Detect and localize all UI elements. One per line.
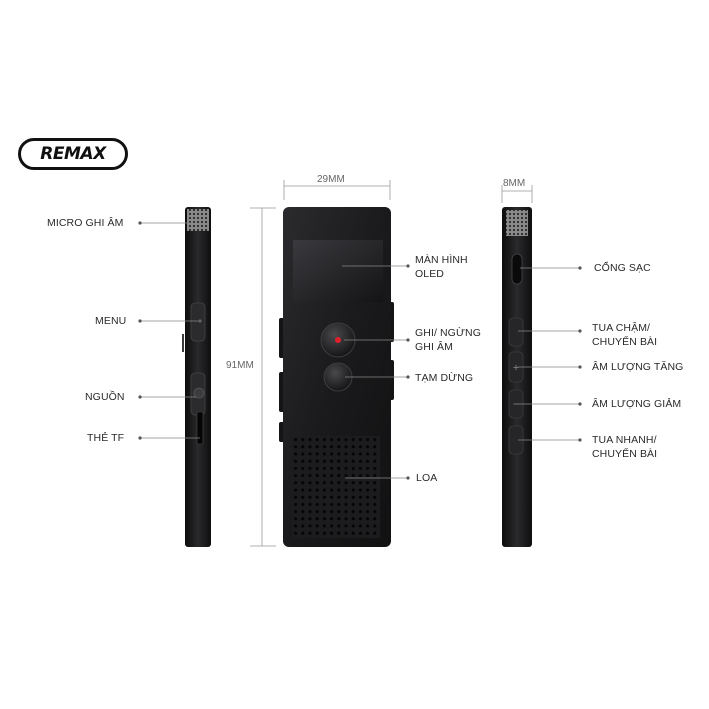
label-power: NGUỒN [85, 391, 125, 403]
left-mic-grill [187, 209, 209, 231]
callout-dots [138, 221, 582, 480]
label-screen-line2: OLED [415, 268, 444, 280]
label-rewind-line2: CHUYỂN BÀI [592, 336, 658, 348]
depth-dimension-label: 8MM [503, 178, 526, 189]
label-pause: TẠM DỪNG [415, 372, 474, 384]
oled-screen [293, 240, 383, 302]
label-record-line1: GHI/ NGỪNG [415, 327, 481, 339]
label-forward-line1: TUA NHANH/ [592, 434, 657, 446]
charge-port [511, 253, 523, 285]
label-charge-port: CỔNG SẠC [594, 262, 651, 274]
left-side-view [182, 207, 211, 547]
brand-logo: REMAX [18, 138, 128, 170]
rewind-side-button [508, 317, 524, 347]
label-rewind-line1: TUA CHẬM/ [592, 322, 651, 334]
height-dimension-label: 91MM [226, 360, 254, 371]
label-record-line2: GHI ÂM [415, 341, 453, 353]
right-side-view [502, 207, 532, 547]
label-screen-line1: MÀN HÌNH [415, 254, 468, 266]
width-dimension-label: 29MM [317, 174, 345, 185]
menu-side-button [190, 302, 206, 342]
brand-logo-text: REMAX [40, 144, 106, 164]
callout-lines [140, 222, 580, 479]
label-mic: MICRO GHI ÂM [47, 217, 124, 229]
label-volume-up: ÂM LƯỢNG TĂNG [592, 361, 684, 373]
label-menu: MENU [95, 315, 127, 327]
speaker-grill [292, 436, 380, 538]
dimension-lines [250, 180, 533, 547]
label-speaker: LOA [416, 472, 438, 484]
right-mic-grill [506, 210, 528, 236]
record-dot [335, 337, 341, 343]
tf-card-slot [196, 411, 204, 445]
label-forward-line2: CHUYỂN BÀI [592, 448, 658, 460]
front-view [279, 207, 394, 547]
label-tf-card: THẺ TF [87, 432, 125, 444]
label-volume-down: ÂM LƯỢNG GIẢM [592, 398, 682, 410]
